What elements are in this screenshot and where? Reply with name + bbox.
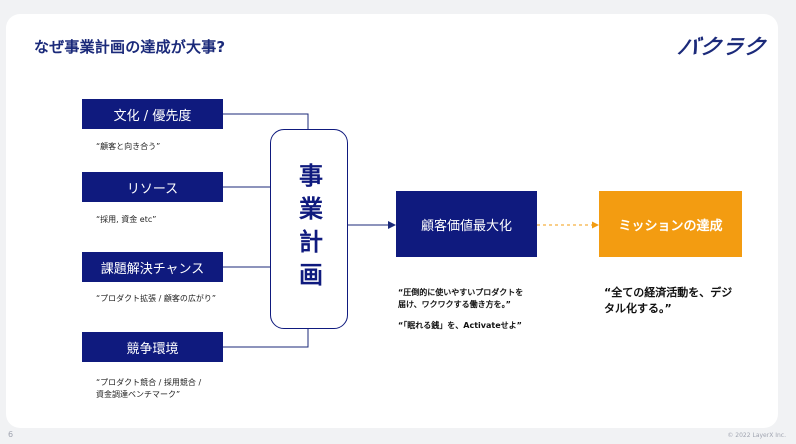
factor-culture-box: 文化 / 優先度 [82, 99, 223, 129]
factor-resources-box: リソース [82, 172, 223, 202]
slide-title: なぜ事業計画の達成が大事? [34, 38, 226, 56]
connector-lines [223, 113, 599, 348]
mission-box: ミッションの達成 [599, 191, 742, 257]
connector-competition [223, 329, 309, 348]
slide: なぜ事業計画の達成が大事? バクラク 文化 / 優先度 “顧客と向き合う” リソ… [6, 14, 778, 428]
arrowhead-plan-to-value [388, 221, 396, 229]
customer-value-box: 顧客価値最大化 [396, 191, 537, 257]
activate-quote: “「眠れる銭」を、Activateせよ” [398, 321, 522, 330]
arrowhead-value-to-mission [592, 221, 599, 229]
mission-quote: “全ての経済活動を、デジ タル化する。” [604, 286, 733, 315]
factor-resources-quote: “採用, 資金 etc” [96, 215, 157, 224]
factor-opportunity-box: 課題解決チャンス [82, 252, 223, 282]
page-number: 6 [8, 430, 14, 439]
customer-value-quote: “圧倒的に使いやすいプロダクトを 届け、ワクワクする働き方を。” [398, 288, 524, 309]
factor-competition-box: 競争環境 [82, 332, 223, 362]
business-plan-box: 事業計画 [270, 129, 348, 329]
connector-culture [223, 113, 309, 129]
factor-competition-quote: “プロダクト競合 / 採用競合 / 資金調達ベンチマーク” [96, 378, 202, 399]
business-plan-label: 事業計画 [294, 163, 323, 295]
copyright: © 2022 LayerX Inc. [727, 432, 786, 439]
factor-culture-quote: “顧客と向き合う” [96, 142, 161, 151]
factor-opportunity-quote: “プロダクト拡張 / 顧客の広がり” [96, 294, 217, 303]
